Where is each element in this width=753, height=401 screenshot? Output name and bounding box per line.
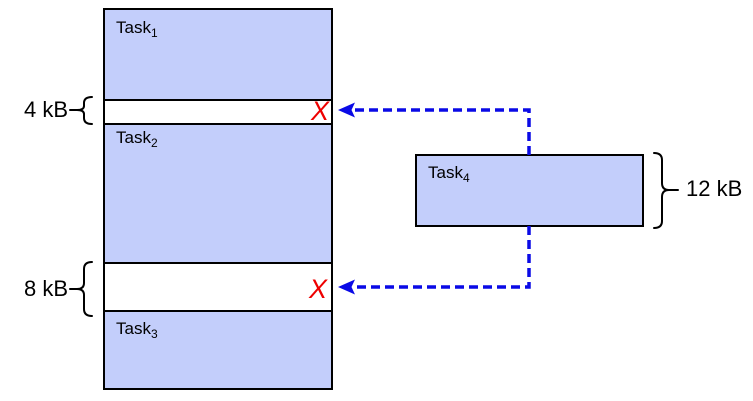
gap1-reject-x-icon: X: [310, 96, 330, 126]
placement-arrows: [338, 102, 531, 295]
gap1-size-label: 4 kB: [24, 97, 68, 122]
task4-brace: [653, 152, 679, 229]
gap-size-annotations: 4 kB 8 kB: [24, 96, 93, 317]
memory-block-task2: [103, 123, 333, 264]
arrow-to-gap1-line: [352, 108, 531, 155]
gap1-brace: [69, 96, 93, 125]
arrow-to-gap1-head-icon: [338, 102, 355, 118]
gap2-reject-x-icon: X: [308, 274, 328, 304]
gap2-brace: [69, 261, 93, 317]
gap2-size-label: 8 kB: [24, 276, 68, 301]
arrow-to-gap2-line: [352, 226, 531, 289]
memory-column: Task1 Task2 Task3: [103, 8, 333, 390]
task4-size-label: 12 kB: [686, 176, 742, 201]
arrow-to-gap2-head-icon: [338, 279, 355, 295]
task2-label: Task2: [116, 128, 158, 150]
task4-label: Task4: [428, 163, 470, 185]
rejection-marks: X X: [308, 96, 330, 304]
memory-block-task1: [103, 8, 333, 101]
task3-label: Task3: [116, 319, 158, 341]
memory-block-task3: [103, 310, 333, 390]
task1-label: Task1: [116, 18, 158, 40]
task4-block: [415, 154, 644, 227]
pending-task: Task4 12 kB: [415, 152, 742, 229]
